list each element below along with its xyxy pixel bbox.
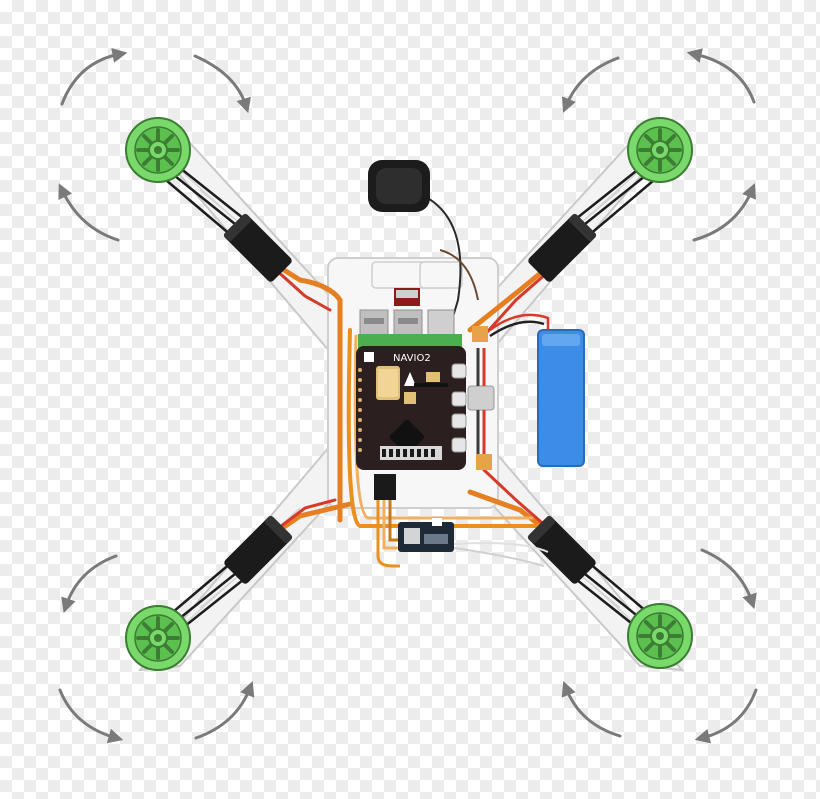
curved-arrow-icon xyxy=(193,54,251,114)
battery xyxy=(489,313,585,467)
receiver xyxy=(398,518,549,567)
curved-arrow-icon xyxy=(60,48,128,106)
arrow-icon xyxy=(404,372,416,386)
esc-wires xyxy=(265,257,557,541)
curved-arrow-icon xyxy=(692,183,756,242)
power-module xyxy=(467,326,495,470)
motor-icon xyxy=(626,116,694,184)
rotation-arrows xyxy=(58,48,758,744)
gps-module-icon xyxy=(368,160,430,212)
curved-arrow-icon xyxy=(61,554,118,614)
motor-icon xyxy=(626,602,694,670)
curved-arrow-icon xyxy=(58,688,124,744)
navio2-board: NAVIO2 xyxy=(356,346,467,470)
servo-header xyxy=(374,474,400,568)
curved-arrow-icon xyxy=(561,56,620,113)
board-label: NAVIO2 xyxy=(393,353,431,364)
gps-cable xyxy=(423,195,462,341)
curved-arrow-icon xyxy=(561,681,622,738)
curved-arrow-icon xyxy=(694,688,758,744)
gps-cable-2 xyxy=(439,249,479,301)
curved-arrow-icon xyxy=(194,681,255,740)
curved-arrow-icon xyxy=(58,183,120,242)
curved-arrow-icon xyxy=(686,48,756,104)
motor-icon xyxy=(124,604,192,672)
curved-arrow-icon xyxy=(700,548,757,610)
motor-icon xyxy=(124,116,192,184)
